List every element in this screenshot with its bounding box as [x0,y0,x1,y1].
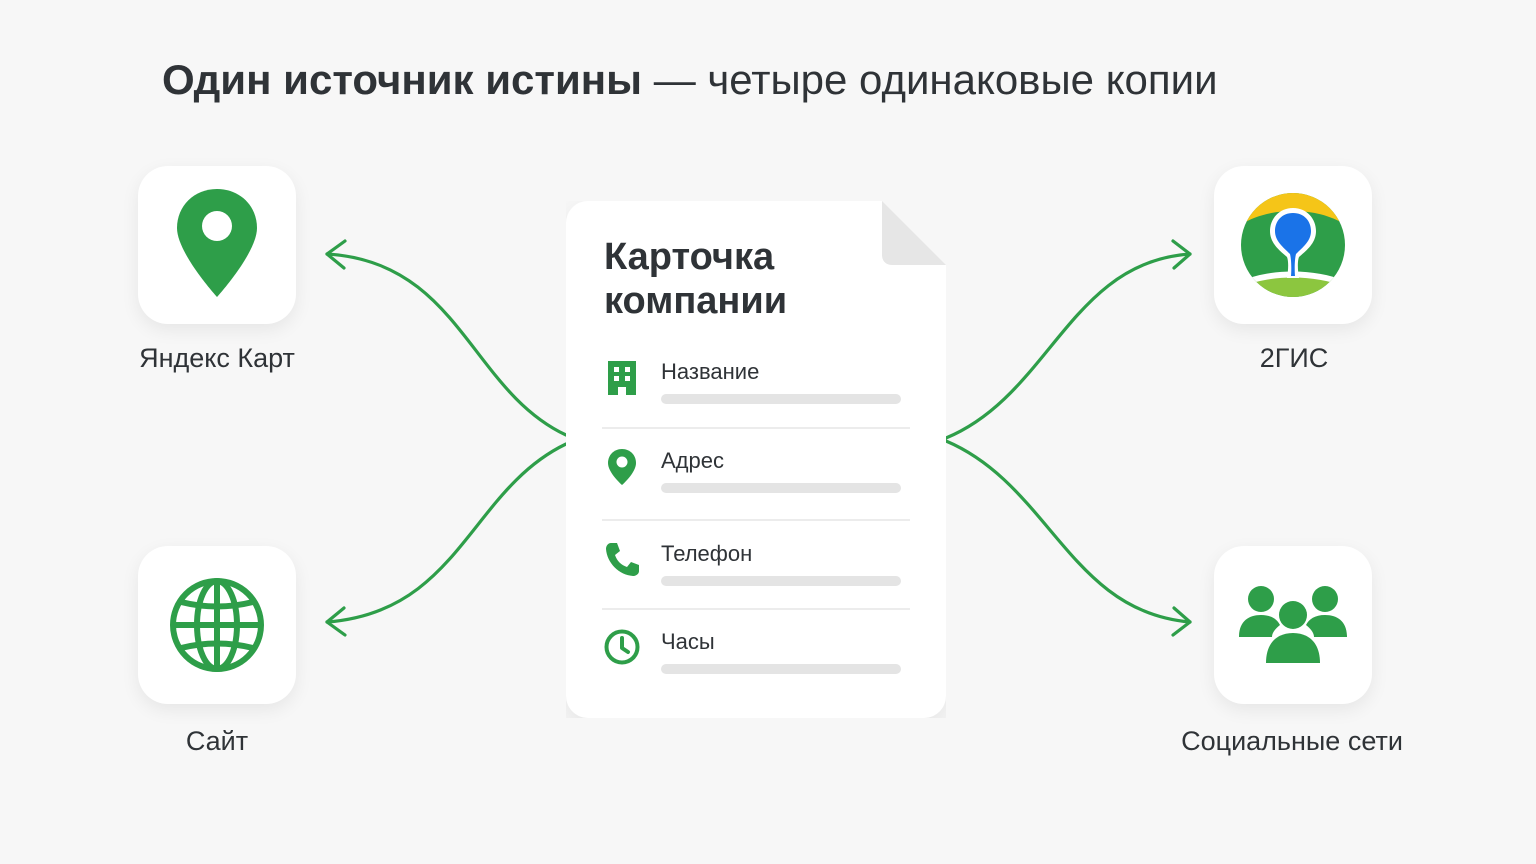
arrowhead-2gis [1171,239,1192,270]
field-label: Телефон [661,541,753,566]
placeholder-bar [661,483,901,493]
globe-icon [170,578,264,672]
arrowhead-yandex [325,239,347,270]
company-card: Карточка компании Название Адрес Телефон [566,201,946,718]
page-title: Один источник истины — четыре одинаковые… [162,54,1218,106]
placeholder-bar [661,576,901,586]
field-label: Адрес [661,448,724,473]
divider [602,608,910,610]
label-yandex-maps: Яндекс Карт [139,343,295,373]
label-2gis: 2ГИС [1259,343,1329,373]
title-bold: Один источник истины [162,56,643,103]
card-title: Карточка компании [604,236,788,322]
arrow-to-site [325,442,568,624]
field-label: Часы [661,629,715,654]
building-icon [608,361,636,395]
placeholder-bar [661,394,901,404]
divider [602,427,910,429]
divider [602,519,910,521]
location-pin-icon [608,449,636,485]
clock-icon [604,629,640,665]
phone-icon [606,543,639,576]
page-fold [882,201,946,265]
map-pin-icon [177,189,257,297]
people-icon [1239,586,1347,663]
label-site: Сайт [185,726,249,756]
field-label: Название [661,359,760,384]
arrow-to-social [944,439,1192,624]
arrow-to-2gis [944,252,1192,440]
tile-yandex-maps[interactable] [138,166,296,324]
placeholder-bar [661,664,901,674]
tile-social[interactable] [1214,546,1372,704]
tile-site[interactable] [138,546,296,704]
arrowhead-social [1171,606,1192,637]
arrowhead-site [325,606,347,637]
2gis-logo-icon [1241,193,1345,297]
label-social: Социальные сети [1181,726,1403,756]
tile-2gis[interactable] [1214,166,1372,324]
arrow-to-yandex [325,252,568,437]
title-light: — четыре одинаковые копии [653,56,1218,103]
